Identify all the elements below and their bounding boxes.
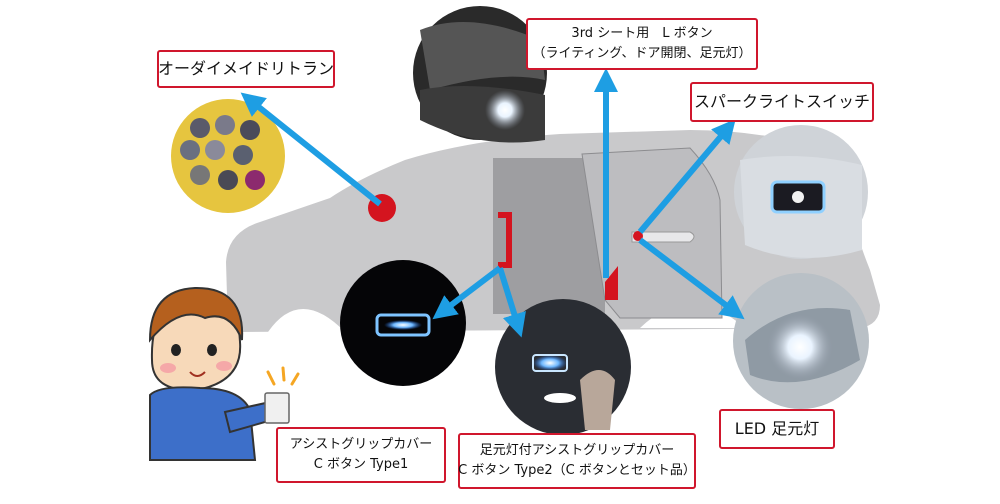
label-led-foot-text: LED 足元灯 [734,419,820,438]
label-assist-type2-line2: C ボタン Type2（C ボタンとセット品） [458,463,696,478]
label-ordermade-text: オーダイメイドリトラン [158,59,335,78]
label-assist-type1-line2: C ボタン Type1 [313,457,409,472]
label-third-seat-sub: （ライティング、ドア開閉、足元灯） [532,46,752,61]
photo-ordermade-knobs [171,99,285,213]
label-assist-type2-line1: 足元灯付アシストグリップカバー [479,443,675,458]
label-assist-grip-type2: 足元灯付アシストグリップカバー C ボタン Type2（C ボタンとセット品） [458,433,696,489]
photo-led-foot-light [733,273,869,409]
label-led-foot-light: LED 足元灯 [719,409,835,449]
door-handle-red [498,212,512,268]
label-assist-type1-line1: アシストグリップカバー [289,437,433,452]
boy-pressing-switch-icon [148,286,300,461]
photo-assist-grip-type1 [340,260,466,386]
photo-spark-switch [734,125,868,259]
label-assist-grip-type1: アシストグリップカバー C ボタン Type1 [276,427,446,483]
arrow-icon [240,68,745,338]
label-spark-switch-text: スパークライトスイッチ [693,92,870,111]
label-third-seat-button: 3rd シート用 L ボタン （ライティング、ドア開閉、足元灯） [526,18,758,70]
label-spark-switch: スパークライトスイッチ [690,82,874,122]
photo-l-button [413,6,547,143]
label-third-seat-title: 3rd シート用 L ボタン [571,26,713,41]
photo-assist-grip-type2 [495,299,631,435]
label-ordermade: オーダイメイドリトラン [157,50,335,88]
